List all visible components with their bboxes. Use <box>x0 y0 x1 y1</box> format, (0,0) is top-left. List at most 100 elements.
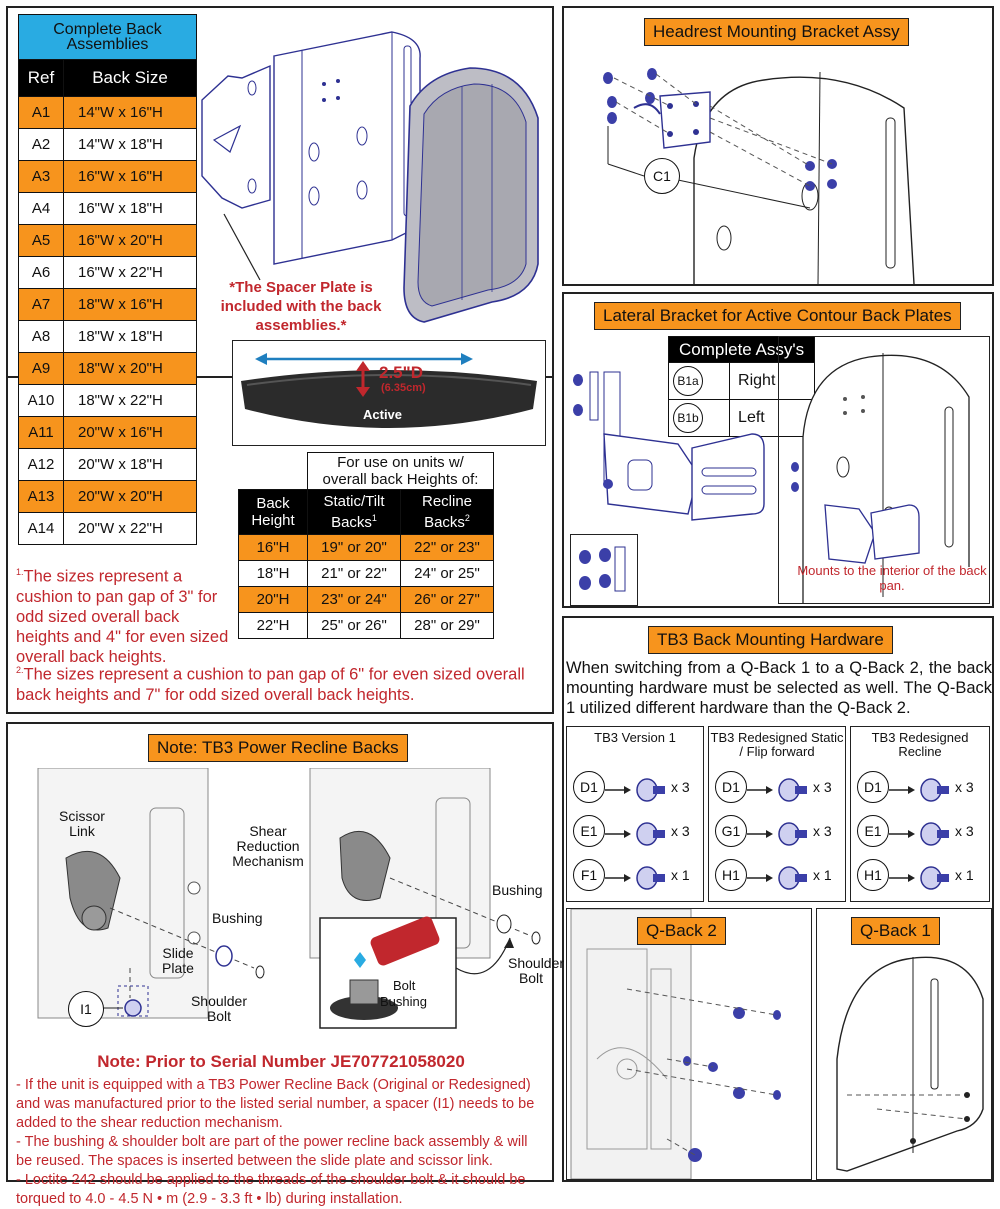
footnote-1: 1.The sizes represent a cushion to pan g… <box>16 562 236 667</box>
lateral-bracket-panel: Lateral Bracket for Active Contour Back … <box>562 292 994 608</box>
ref-header: Ref <box>18 59 64 97</box>
hardware-qty: x 3 <box>955 779 974 795</box>
active-depth-image: 2.5"D (6.35cm) Active <box>232 340 546 446</box>
recline-footnote-ref: 2 <box>464 513 470 523</box>
lateral-side-cell: Left <box>729 399 816 437</box>
ref-cell: A2 <box>18 128 64 161</box>
hardware-qty: x 3 <box>671 779 690 795</box>
recline-cell: 28" or 29" <box>400 612 494 639</box>
depth-metric-label: (6.35cm) <box>381 382 426 394</box>
hardware-part-icon <box>605 778 665 802</box>
lateral-ref-cell: B1b <box>667 399 731 437</box>
hardware-part-icon <box>605 866 665 890</box>
hardware-item: H1 <box>715 859 747 891</box>
ref-cell: A9 <box>18 352 64 385</box>
size-cell: 20"W x 22"H <box>63 512 197 545</box>
size-cell: 16"W x 20"H <box>63 224 197 257</box>
static-tilt-cell: 21" or 22" <box>307 560 401 587</box>
hardware-item: F1 <box>573 859 605 891</box>
tb3-hardware-group: TB3 Redesigned Static / Flip forward D1 … <box>708 726 846 902</box>
label-shear-mechanism: Shear Reduction Mechanism <box>232 823 304 869</box>
hardware-part-icon <box>747 822 807 846</box>
recline-header-text: Recline Backs <box>421 493 473 531</box>
label-bushing-inset: Bushing <box>380 994 427 1009</box>
recline-header: Recline Backs2 <box>400 489 494 535</box>
qback1-title: Q-Back 1 <box>851 917 940 945</box>
label-slide-plate: Slide Plate <box>162 945 194 976</box>
hardware-qty: x 3 <box>671 823 690 839</box>
footnote-2: 2.The sizes represent a cushion to pan g… <box>16 660 546 705</box>
hardware-part-icon <box>889 866 949 890</box>
back-height-cell: 16"H <box>238 534 308 561</box>
size-cell: 18"W x 18"H <box>63 320 197 353</box>
size-cell: 16"W x 16"H <box>63 160 197 193</box>
size-cell: 20"W x 20"H <box>63 480 197 513</box>
tb3-hardware-panel: TB3 Back Mounting Hardware When switchin… <box>562 616 994 1182</box>
hardware-item: D1 <box>857 771 889 803</box>
lateral-hardware-inset <box>570 534 638 606</box>
hardware-ref-callout: H1 <box>857 859 889 891</box>
power-recline-panel: Note: TB3 Power Recline Backs Scissor Li… <box>6 722 564 1207</box>
recline-bullet: - If the unit is equipped with a TB3 Pow… <box>16 1077 535 1131</box>
hardware-part-icon <box>747 866 807 890</box>
label-bushing-left: Bushing <box>212 910 263 926</box>
tb3-title: TB3 Back Mounting Hardware <box>648 626 893 654</box>
label-bolt-inset: Bolt <box>393 978 416 993</box>
ref-cell: A12 <box>18 448 64 481</box>
hardware-part-icon <box>605 822 665 846</box>
label-scissor-link: Scissor Link <box>59 808 105 839</box>
hardware-qty: x 1 <box>955 867 974 883</box>
static-tilt-cell: 19" or 20" <box>307 534 401 561</box>
lateral-assy-row: B1b Left <box>667 399 816 437</box>
headrest-callout-c1: C1 <box>644 158 680 194</box>
tb3-description: When switching from a Q-Back 1 to a Q-Ba… <box>566 659 992 717</box>
hardware-item: D1 <box>715 771 747 803</box>
recline-cell: 22" or 23" <box>400 534 494 561</box>
hardware-ref-callout: F1 <box>573 859 605 891</box>
footnote-2-text: The sizes represent a cushion to pan gap… <box>16 665 525 704</box>
headrest-bracket-illustration <box>603 68 915 284</box>
hardware-ref-callout: D1 <box>857 771 889 803</box>
hardware-ref-callout: E1 <box>573 815 605 847</box>
hardware-item: D1 <box>573 771 605 803</box>
ref-cell: A8 <box>18 320 64 353</box>
lateral-ref-cell: B1a <box>667 362 731 400</box>
qback2-title: Q-Back 2 <box>637 917 726 945</box>
recline-title: Note: TB3 Power Recline Backs <box>148 734 408 762</box>
size-cell: 18"W x 16"H <box>63 288 197 321</box>
qback2-panel: Q-Back 2 <box>566 908 812 1180</box>
static-tilt-cell: 23" or 24" <box>307 586 401 613</box>
recline-bullets: - If the unit is equipped with a TB3 Pow… <box>16 1076 546 1209</box>
ref-cell: A1 <box>18 96 64 129</box>
tb3-group-title: TB3 Redesigned Static / Flip forward <box>710 730 844 759</box>
hardware-ref-callout: D1 <box>573 771 605 803</box>
size-cell: 18"W x 20"H <box>63 352 197 385</box>
hardware-ref-callout: E1 <box>857 815 889 847</box>
static-tilt-cell: 25" or 26" <box>307 612 401 639</box>
active-label: Active <box>363 407 403 422</box>
lateral-bracket-illustration <box>573 371 765 521</box>
hardware-ref-callout: H1 <box>715 859 747 891</box>
size-cell: 18"W x 22"H <box>63 384 197 417</box>
footnote-1-text: The sizes represent a cushion to pan gap… <box>16 567 229 666</box>
spacer-plate-note: *The Spacer Plate is included with the b… <box>220 279 382 334</box>
lateral-ref-callout: B1b <box>673 403 703 433</box>
hardware-item: G1 <box>715 815 747 847</box>
qback1-panel: Q-Back 1 <box>816 908 992 1180</box>
hardware-ref-callout: D1 <box>715 771 747 803</box>
ref-cell: A14 <box>18 512 64 545</box>
